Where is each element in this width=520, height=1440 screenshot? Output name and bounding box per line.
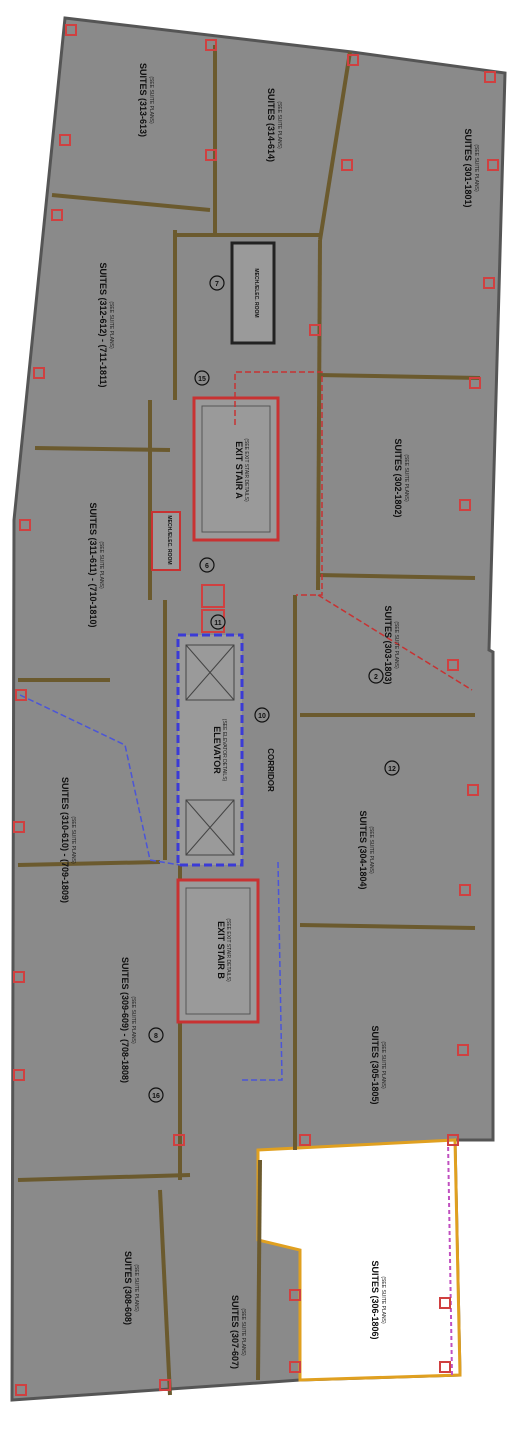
suite-note-311: (SEE SUITE PLANS): [98, 541, 104, 589]
exit-stair-b-note: (SEE EXIT STAIR DETAILS): [225, 918, 231, 982]
corridor-label: CORRIDOR: [266, 748, 275, 792]
exit-stair-a-label: EXIT STAIR A: [234, 441, 244, 499]
suite-note-307: (SEE SUITE PLANS): [240, 1308, 246, 1356]
suite-label-312: SUITES (312-612) - (711-1811): [98, 262, 108, 387]
suite-note-310: (SEE SUITE PLANS): [70, 816, 76, 864]
suite-note-303: (SEE SUITE PLANS): [393, 621, 399, 669]
elevator-shaft: [176, 633, 244, 867]
marker-circles: [148, 275, 400, 1103]
suite-note-313: (SEE SUITE PLANS): [148, 76, 154, 124]
marker-10: 10: [258, 713, 266, 720]
marker-8: 8: [154, 1033, 158, 1040]
suite-label-301: SUITES (301-1801): [463, 128, 473, 207]
suite-note-305: (SEE SUITE PLANS): [380, 1041, 386, 1089]
suite-label-302: SUITES (302-1802): [393, 438, 403, 517]
elevator-note: (SEE ELEVATOR DETAILS): [221, 719, 227, 782]
mech-room-mid-label: MECH./ELEC. ROOM: [166, 515, 172, 564]
elevator-label: ELEVATOR: [212, 726, 222, 774]
exit-stair-a-note: (SEE EXIT STAIR DETAILS): [243, 438, 249, 502]
suite-label-311: SUITES (311-611) - (710-1810): [88, 502, 98, 627]
suite-note-302: (SEE SUITE PLANS): [403, 454, 409, 502]
mech-room-top-label: MECH./ELEC. ROOM: [253, 268, 259, 317]
mech-room-top: [230, 241, 276, 345]
suite-note-308: (SEE SUITE PLANS): [133, 1264, 139, 1312]
suite-label-305: SUITES (305-1805): [370, 1025, 380, 1104]
columns: [13, 24, 499, 1396]
mech-room-mid: [151, 511, 181, 571]
egress-path-blue-south: [240, 861, 283, 1081]
suite-label-307: SUITES (307-607): [230, 1295, 240, 1369]
marker-7: 7: [215, 281, 219, 288]
egress-path-red-east: [317, 594, 473, 691]
suite-labels: SUITES (314-614) (SEE SUITE PLANS) SUITE…: [60, 63, 479, 1369]
suite-label-303: SUITES (303-1803): [383, 605, 393, 684]
marker-11: 11: [214, 620, 222, 627]
suite-label-310: SUITES (310-610) - (709-1809): [60, 777, 70, 903]
suite-label-309: SUITES (309-609) - (708-1808): [120, 957, 130, 1083]
suite-note-314: (SEE SUITE PLANS): [276, 101, 282, 149]
marker-15: 15: [198, 376, 206, 383]
elevator-cars: [185, 644, 235, 856]
egress-path-blue: [19, 694, 181, 866]
suite-label-313: SUITES (313-613): [138, 63, 148, 137]
suite-note-306: (SEE SUITE PLANS): [380, 1276, 386, 1324]
marker-12: 12: [388, 766, 396, 773]
exit-stair-b: [176, 878, 260, 1024]
marker-16: 16: [152, 1093, 160, 1100]
suite-note-312: (SEE SUITE PLANS): [108, 301, 114, 349]
suite-label-306: SUITES (306-1806): [370, 1260, 380, 1339]
egress-path-red: [234, 371, 323, 596]
exit-stair-a: [192, 396, 280, 542]
suite-label-308: SUITES (308-608): [123, 1251, 133, 1325]
suite-note-304: (SEE SUITE PLANS): [368, 826, 374, 874]
suite-note-301: (SEE SUITE PLANS): [473, 144, 479, 192]
exit-stair-b-label: EXIT STAIR B: [216, 921, 226, 979]
marker-6: 6: [205, 563, 209, 570]
suite-label-314: SUITES (314-614): [266, 88, 276, 162]
suite-note-309: (SEE SUITE PLANS): [130, 996, 136, 1044]
marker-2: 2: [374, 674, 378, 681]
suite-label-304: SUITES (304-1804): [358, 810, 368, 889]
